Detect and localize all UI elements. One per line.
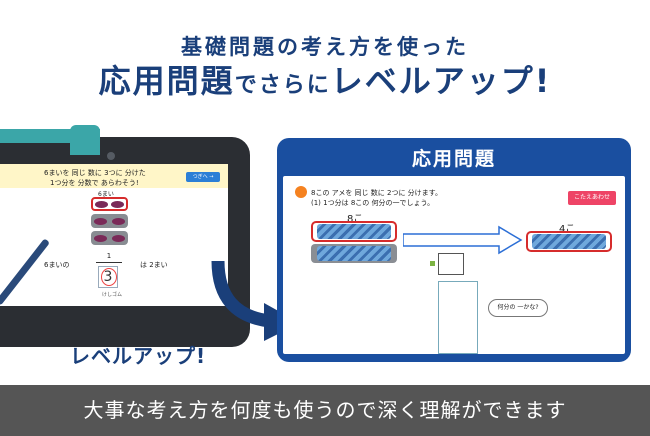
tablet-screen: 6まいを 同じ 数に 3つに 分けた 1つ分を 分数で あらわそう! つぎへ →… bbox=[0, 164, 228, 306]
tablet-equation-right: は 2まい bbox=[140, 261, 168, 269]
candy-icon bbox=[93, 217, 107, 225]
hint-icon[interactable] bbox=[295, 186, 307, 198]
pencil-icon[interactable] bbox=[430, 261, 435, 266]
candy-icon bbox=[112, 234, 126, 242]
right-arrow-icon bbox=[403, 225, 523, 255]
headline-small: でさらに bbox=[234, 73, 331, 98]
hint-speech-bubble: 何分の 一かな? bbox=[488, 299, 548, 317]
levelup-label: レベルアップ! bbox=[65, 340, 211, 369]
fraction-numerator: 1 bbox=[106, 252, 112, 260]
bottom-caption-band: 大事な考え方を何度も使うので深く理解ができます bbox=[0, 385, 650, 436]
panel-title: 応用問題 bbox=[411, 148, 496, 170]
check-answer-button[interactable]: こたえあわせ bbox=[568, 191, 616, 205]
answer-small-box[interactable] bbox=[438, 253, 464, 275]
answer-circle bbox=[101, 268, 117, 286]
headline-line-2: 応用問題でさらにレベルアップ! bbox=[0, 62, 650, 106]
label-4-pieces: 4こ bbox=[559, 224, 576, 235]
tablet-count-label: 6まい bbox=[98, 191, 114, 198]
candy-group[interactable] bbox=[91, 231, 128, 245]
panel-question-line-2: (1) 1つ分は 8この 何分の一でしょう。 bbox=[311, 199, 435, 207]
candy-stick-icon bbox=[317, 224, 391, 239]
bottom-caption: 大事な考え方を何度も使うので深く理解ができます bbox=[83, 398, 567, 422]
eraser-label[interactable]: けしゴム bbox=[102, 292, 123, 298]
candy-group-selected[interactable] bbox=[91, 197, 128, 211]
next-button[interactable]: つぎへ → bbox=[186, 172, 220, 182]
answer-work-area[interactable] bbox=[438, 281, 478, 354]
levelup-label-wrap: レベルアップ! bbox=[65, 340, 211, 369]
panel-screen: 8この アメを 同じ 数に 2つに 分けます。 (1) 1つ分は 8この 何分の… bbox=[283, 176, 625, 354]
candy-stick-icon bbox=[317, 246, 391, 261]
candy-group[interactable] bbox=[311, 244, 397, 263]
candy-icon bbox=[93, 234, 107, 242]
headline-line-2-text: 応用問題でさらにレベルアップ! bbox=[92, 62, 557, 106]
fraction-bar bbox=[96, 262, 122, 263]
panel-question-line-1: 8この アメを 同じ 数に 2つに 分けます。 bbox=[311, 189, 442, 197]
headline-line-1: 基礎問題の考え方を使った bbox=[181, 35, 469, 59]
label-8-pieces: 8こ bbox=[347, 214, 364, 225]
candy-icon bbox=[94, 200, 108, 208]
headline-big-2: レベルアップ! bbox=[330, 62, 552, 100]
tablet-question-line-1: 6まいを 同じ 数に 3つに 分けた bbox=[44, 169, 146, 177]
candy-icon bbox=[112, 217, 126, 225]
camera-icon bbox=[107, 152, 115, 160]
tablet-clip bbox=[70, 125, 100, 155]
application-problem-panel: 応用問題 8この アメを 同じ 数に 2つに 分けます。 (1) 1つ分は 8こ… bbox=[277, 138, 631, 362]
tablet-question-line-2: 1つ分を 分数で あらわそう! bbox=[50, 179, 139, 187]
candy-group-selected[interactable] bbox=[311, 221, 397, 242]
candy-icon bbox=[111, 200, 125, 208]
candy-stick-icon bbox=[532, 234, 606, 249]
candy-group-result[interactable] bbox=[526, 231, 612, 252]
headline-big-1: 応用問題 bbox=[98, 62, 235, 100]
tablet-equation-left: 6まいの bbox=[44, 261, 70, 269]
candy-group[interactable] bbox=[91, 214, 128, 228]
